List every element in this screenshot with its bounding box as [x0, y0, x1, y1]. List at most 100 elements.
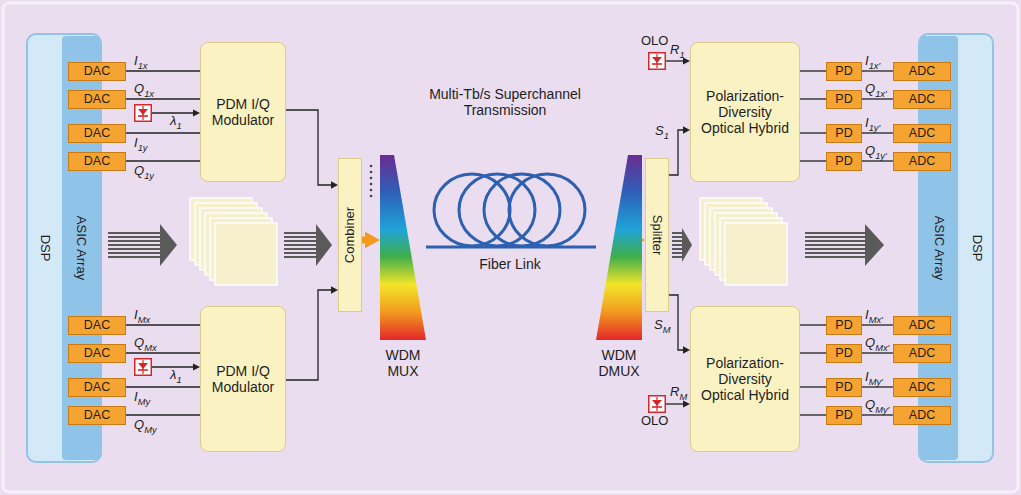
frame: [3, 3, 1018, 492]
signal-label: QMx′: [865, 336, 889, 351]
connector: [862, 415, 893, 416]
dac-box: DAC: [68, 344, 126, 363]
modulator-box: PDM I/Q Modulator: [200, 306, 286, 452]
node-label: ADC: [909, 154, 935, 168]
flow-arrow: [284, 224, 332, 266]
node-label: DAC: [84, 380, 110, 394]
asic-array: ASIC ArrayDACDACDACDACDACDACDACDAC: [62, 36, 100, 460]
node-label: PD: [835, 408, 852, 422]
adc-box: ADC: [893, 406, 951, 425]
text-label: Multi-Tb/s Superchannel Transmission: [390, 86, 620, 118]
wdm-mux: WDM MUX: [380, 155, 426, 385]
splitter-box: Splitter: [645, 158, 669, 312]
signal-label: λ1: [170, 368, 182, 383]
node-label: PD: [835, 380, 852, 394]
node-label: PD: [835, 318, 852, 332]
node-label: ADC: [909, 380, 935, 394]
node-label: DAC: [84, 318, 110, 332]
node-label: ASIC Array: [932, 216, 947, 280]
connector: [126, 325, 200, 326]
node-label: PD: [835, 64, 852, 78]
signal-label: IMy: [134, 390, 150, 405]
node-label: Combiner: [343, 207, 358, 263]
photodiode-box: PD: [826, 316, 862, 335]
node-label: PD: [835, 92, 852, 106]
connector: [800, 353, 826, 354]
stacked-channels: [700, 198, 787, 285]
laser-symbol: [649, 396, 666, 413]
modulator-box: PDM I/Q Modulator: [200, 42, 286, 182]
connector: [126, 415, 200, 416]
signal-label: IMx′: [865, 308, 883, 323]
adc-box: ADC: [893, 378, 951, 397]
photodiode-box: PD: [826, 378, 862, 397]
connector: [862, 353, 893, 354]
connector: [126, 353, 200, 354]
dac-box: DAC: [68, 316, 126, 335]
connector: [800, 99, 826, 100]
node-label: DAC: [84, 408, 110, 422]
node-label: PDM I/Q Modulator: [205, 363, 281, 395]
dac-box: DAC: [68, 152, 126, 171]
connector: [800, 325, 826, 326]
adc-box: ADC: [893, 152, 951, 171]
signal-label: I1x: [134, 54, 148, 69]
node-label: DAC: [84, 126, 110, 140]
node-label: ADC: [909, 318, 935, 332]
dsp-panel: DSPASIC ArrayADCADCADCADCADCADCADCADC: [918, 33, 994, 463]
laser-symbol: [135, 359, 152, 376]
signal-label: I1y′: [865, 116, 880, 131]
connector: [862, 71, 893, 72]
connector: [126, 71, 200, 72]
dac-box: DAC: [68, 62, 126, 81]
signal-label: QMy: [134, 418, 157, 433]
photodiode-box: PD: [826, 124, 862, 143]
node-label: ADC: [909, 126, 935, 140]
signal-label: IMy′: [865, 370, 883, 385]
signal-label: SM: [654, 318, 670, 333]
node-label: WDM MUX: [374, 347, 432, 379]
connector: [126, 387, 200, 388]
node-label: PDM I/Q Modulator: [205, 96, 281, 128]
node-label: ADC: [909, 64, 935, 78]
connector: [862, 387, 893, 388]
connector: [126, 161, 200, 162]
signal-label: Q1y: [134, 164, 154, 179]
node-label: DAC: [84, 154, 110, 168]
dsp-panel: DSP ASIC ArrayDACDACDACDACDACDACDACDAC: [26, 33, 102, 463]
prism-shape: [380, 155, 426, 340]
laser-symbol: [135, 105, 152, 122]
signal-label: Q1x′: [865, 82, 887, 97]
signal-label: IMx: [134, 308, 150, 323]
connector: [669, 295, 690, 354]
dac-box: DAC: [68, 406, 126, 425]
text-label: Fiber Link: [478, 256, 542, 272]
dac-box: DAC: [68, 378, 126, 397]
connector: [862, 99, 893, 100]
flow-arrow: [672, 228, 692, 262]
adc-box: ADC: [893, 90, 951, 109]
node-label: Splitter: [650, 215, 665, 255]
connector: [862, 325, 893, 326]
connector: [800, 71, 826, 72]
node-label: PD: [835, 346, 852, 360]
node-label: DSP: [38, 235, 53, 262]
adc-box: ADC: [893, 62, 951, 81]
text-label: OLO: [641, 414, 668, 429]
connector: [862, 161, 893, 162]
connector: [362, 232, 380, 249]
signal-label: Q1x: [134, 82, 154, 97]
signal-label: S1: [655, 124, 669, 139]
prism-shape: [596, 155, 642, 340]
photodiode-box: PD: [826, 344, 862, 363]
signal-label: I1y: [134, 136, 148, 151]
node-label: ADC: [909, 408, 935, 422]
optical-hybrid: Polarization-Diversity Optical Hybrid: [690, 42, 800, 182]
photodiode-box: PD: [826, 62, 862, 81]
dac-box: DAC: [68, 90, 126, 109]
channel-dots: [370, 165, 640, 198]
node-label: DAC: [84, 92, 110, 106]
connector: [126, 99, 200, 100]
connector: [800, 387, 826, 388]
stacked-channels: [190, 198, 277, 285]
